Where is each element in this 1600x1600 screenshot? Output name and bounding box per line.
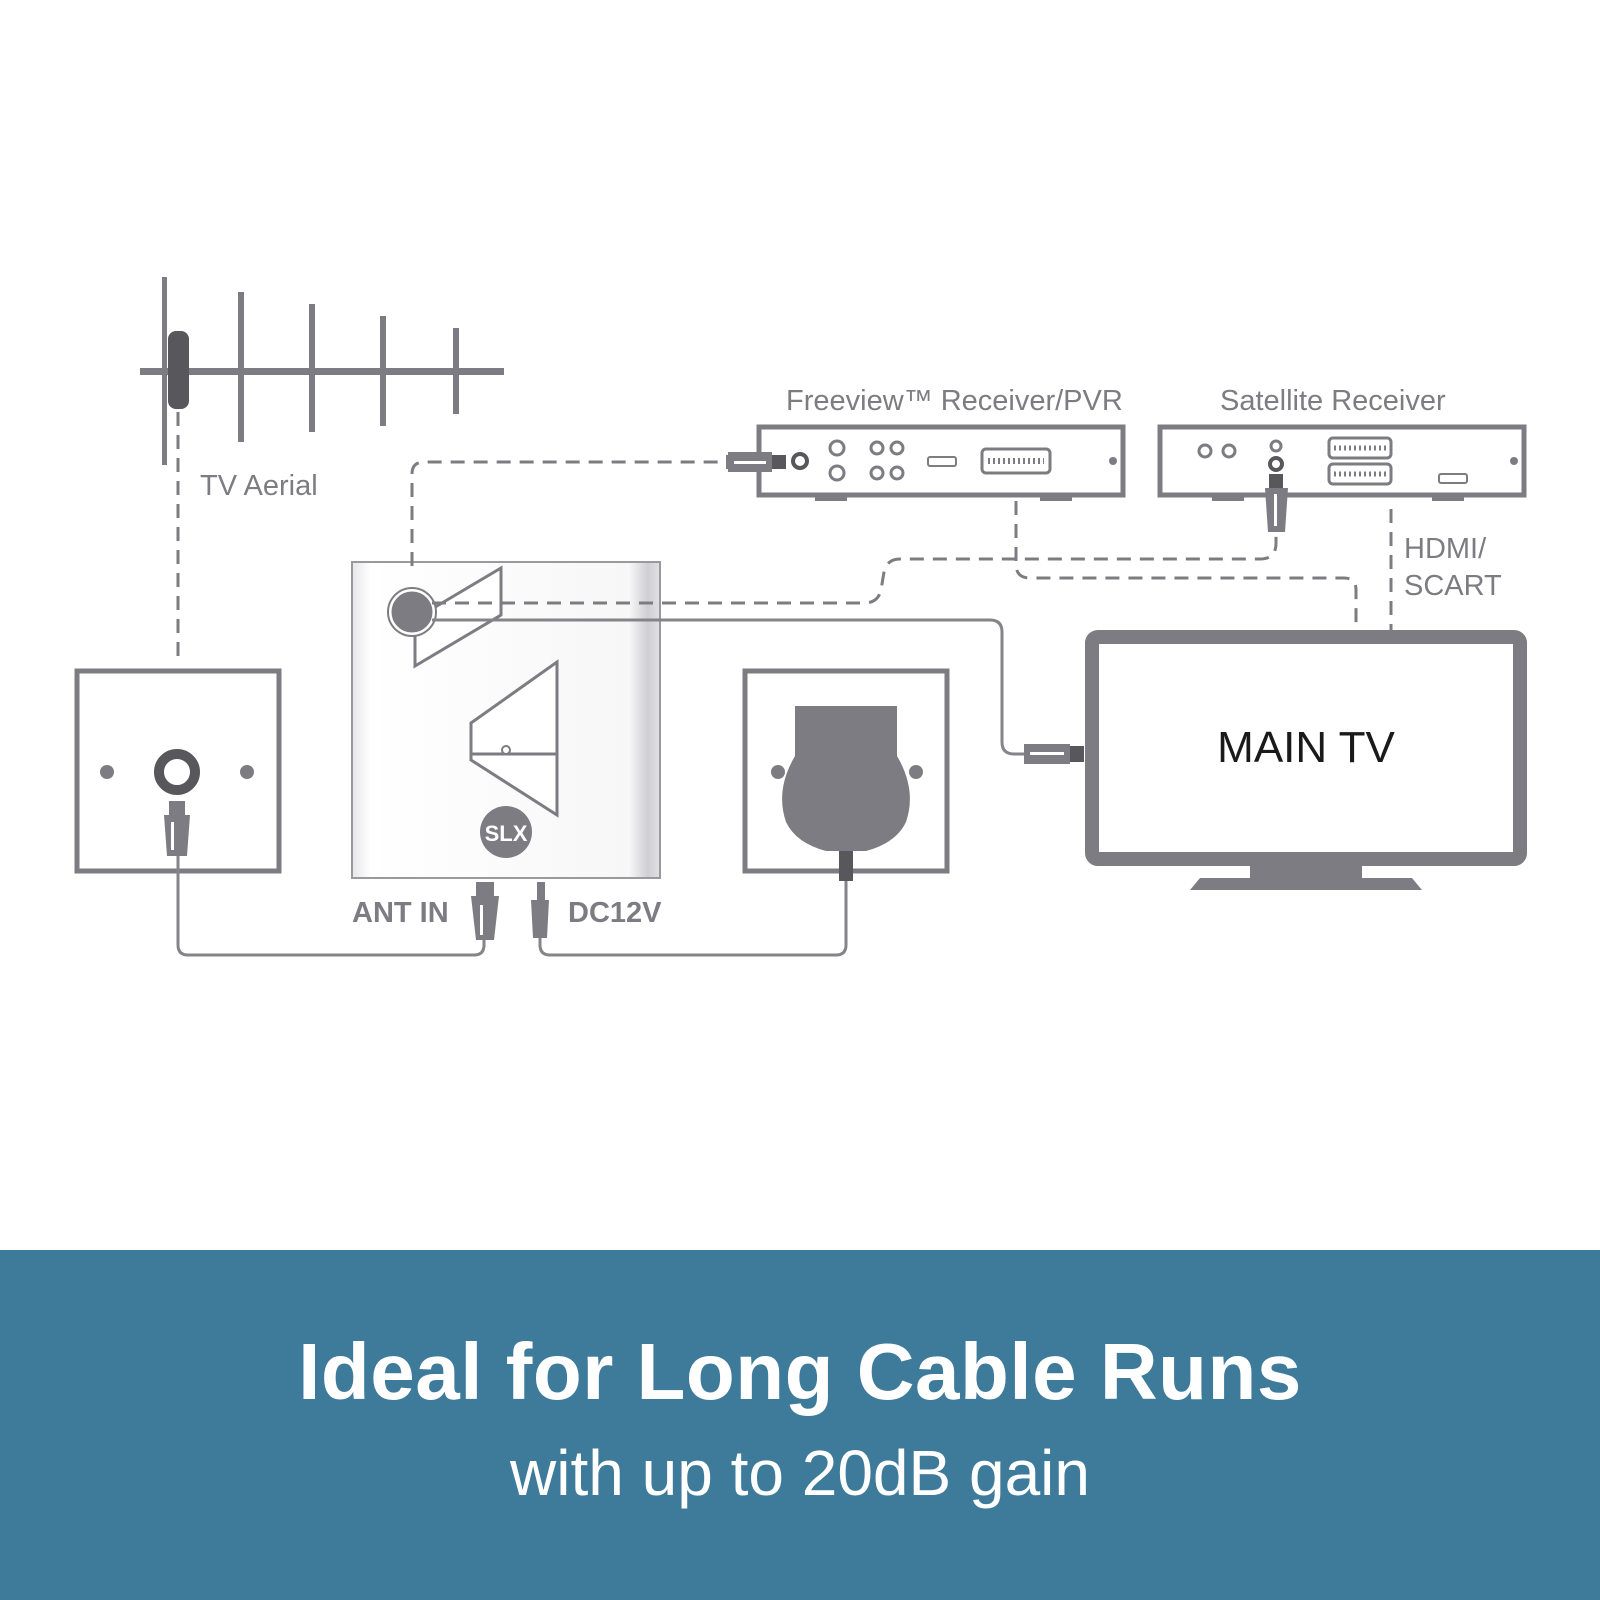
tv-aerial-label: TV Aerial: [200, 470, 318, 502]
amp-to-satellite-cable: [432, 532, 1278, 605]
scart-label: SCART: [1404, 570, 1502, 602]
satellite-receiver-label: Satellite Receiver: [1220, 385, 1446, 417]
freeview-coax-plug-icon: [726, 450, 786, 474]
tv-aerial-icon: [140, 277, 504, 465]
socket-to-amp-cable: [176, 856, 486, 957]
wall-aerial-socket: [74, 668, 282, 874]
amp-to-freeview-cable: [410, 460, 728, 566]
satellite-coax-plug-icon: [1265, 474, 1288, 532]
banner-subtitle: with up to 20dB gain: [510, 1437, 1090, 1509]
svg-text:SLX: SLX: [485, 821, 528, 846]
ant-in-label: ANT IN: [352, 897, 449, 929]
power-cable: [538, 878, 848, 957]
hdmi-label: HDMI/: [1404, 533, 1487, 565]
mains-power-socket: [742, 668, 950, 881]
amp-to-tv-cable: [432, 618, 1024, 756]
amplifier-unit: [351, 561, 661, 879]
satellite-receiver: [1157, 424, 1527, 501]
dc-power-plug-icon: [531, 882, 549, 938]
banner-title: Ideal for Long Cable Runs: [298, 1327, 1302, 1416]
dc12v-label: DC12V: [568, 897, 662, 929]
freeview-receiver-label: Freeview™ Receiver/PVR: [786, 385, 1123, 417]
freeview-to-tv-cable: [1014, 501, 1358, 632]
main-tv-label: MAIN TV: [1217, 723, 1395, 772]
freeview-receiver: [756, 424, 1126, 501]
ant-in-plug-icon: [471, 882, 499, 940]
connection-diagram: TV Aerial SLX ANT IN DC12V: [74, 277, 1527, 957]
tv-coax-plug-icon: [1024, 744, 1084, 764]
headline-banner: Ideal for Long Cable Runs with up to 20d…: [0, 1250, 1600, 1600]
slx-logo: SLX: [480, 806, 532, 858]
main-tv: [1085, 630, 1527, 890]
